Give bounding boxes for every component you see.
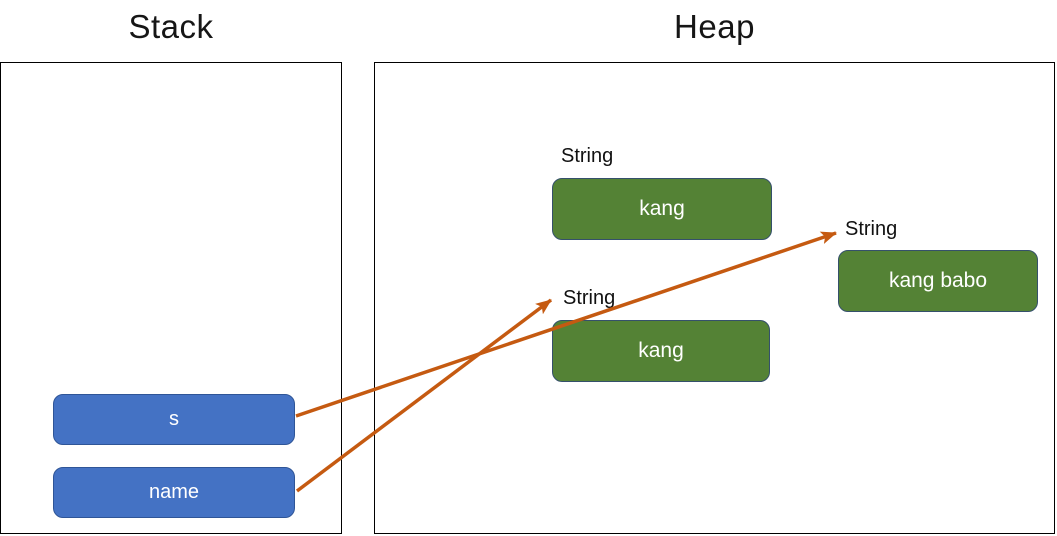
heap-title: Heap (674, 8, 755, 45)
heap-object-2-value: kang (638, 339, 684, 362)
stack-variable-name: name (53, 467, 295, 518)
stack-variable-s-label: s (169, 408, 179, 430)
stack-variable-name-label: name (148, 481, 200, 503)
heap-object-2-type-label: String (563, 287, 616, 309)
heap-object-3: kang babo (838, 250, 1038, 312)
heap-object-3-type-label: String (845, 218, 898, 240)
stack-title: Stack (128, 8, 214, 45)
heap-object-1-value: kang (639, 197, 685, 220)
stack-panel (0, 62, 342, 534)
heap-object-3-value: kang babo (888, 269, 988, 292)
stack-variable-s: s (53, 394, 295, 445)
heap-object-1: kang (552, 178, 772, 240)
heap-object-2: kang (552, 320, 770, 382)
heap-object-1-type-label: String (561, 145, 614, 167)
